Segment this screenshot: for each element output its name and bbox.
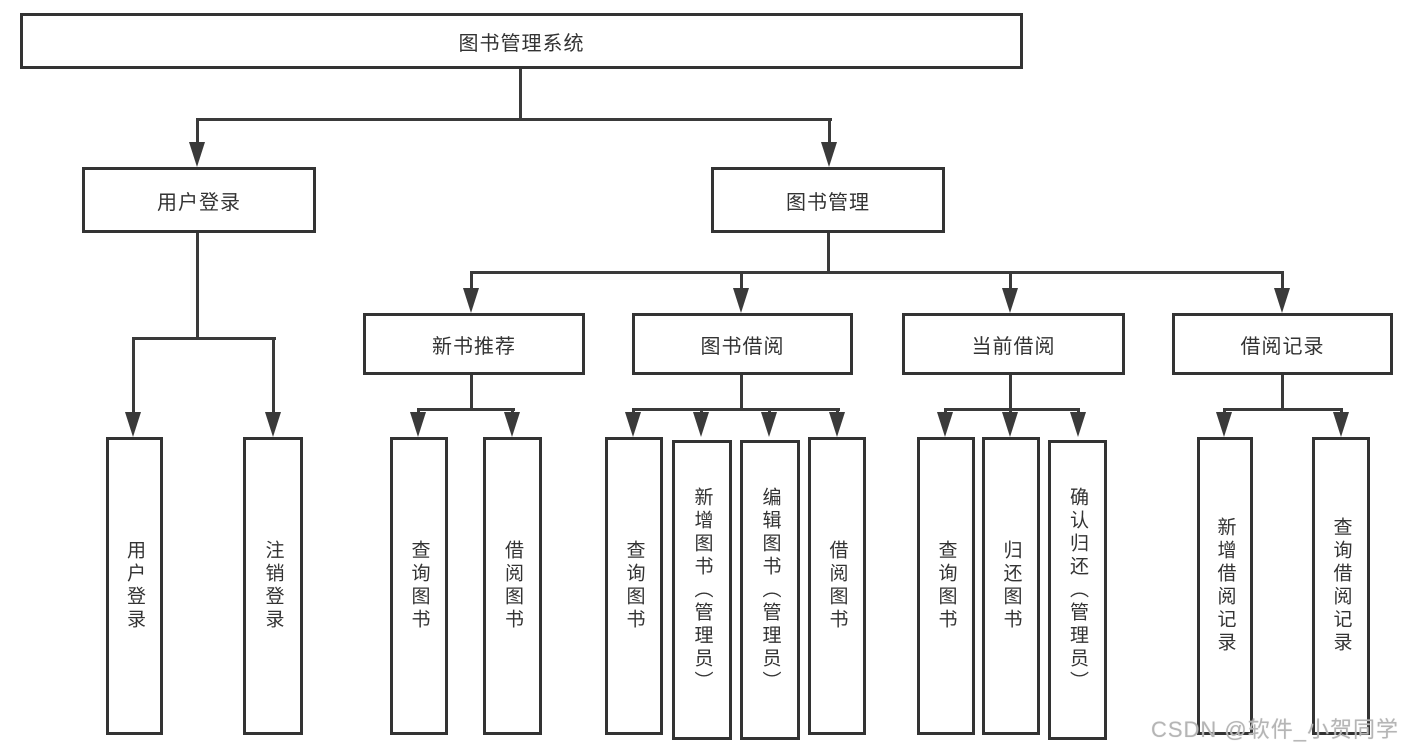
node-label: 确认归还（管理员） xyxy=(1067,486,1088,694)
connector-line xyxy=(827,233,830,274)
node-label: 新增借阅记录 xyxy=(1214,517,1236,655)
node-new-book-recommendation: 新书推荐 xyxy=(363,313,585,375)
leaf-edit-books-admin: 编辑图书（管理员） xyxy=(740,440,800,740)
connector-line xyxy=(417,408,515,411)
node-book-borrowing: 图书借阅 xyxy=(632,313,853,375)
arrow-down-icon xyxy=(504,412,520,437)
node-label: 查询图书 xyxy=(623,540,645,632)
arrow-down-icon xyxy=(1070,412,1086,437)
arrow-down-icon xyxy=(1002,412,1018,437)
node-label: 查询图书 xyxy=(935,540,957,632)
leaf-query-books-borrowing: 查询图书 xyxy=(605,437,663,735)
connector-line xyxy=(470,271,1284,274)
connector-line xyxy=(1281,271,1284,293)
leaf-add-borrow-record: 新增借阅记录 xyxy=(1197,437,1253,735)
connector-line xyxy=(196,118,832,121)
arrow-down-icon xyxy=(1216,412,1232,437)
arrow-down-icon xyxy=(693,412,709,437)
node-current-borrowing: 当前借阅 xyxy=(902,313,1125,375)
node-label: 注销登录 xyxy=(262,540,284,632)
connector-line xyxy=(470,271,473,293)
connector-line xyxy=(1223,408,1343,411)
node-borrowing-records: 借阅记录 xyxy=(1172,313,1393,375)
arrow-down-icon xyxy=(821,142,837,167)
connector-line xyxy=(132,337,276,340)
node-label: 用户登录 xyxy=(124,540,145,632)
node-label: 查询图书 xyxy=(408,540,430,632)
leaf-logout: 注销登录 xyxy=(243,437,303,735)
node-label: 用户登录 xyxy=(157,191,241,214)
connector-line xyxy=(470,375,473,411)
connector-line xyxy=(1009,271,1012,293)
node-label: 图书管理 xyxy=(786,191,870,214)
connector-line xyxy=(519,69,522,120)
leaf-user-login: 用户登录 xyxy=(106,437,163,735)
node-label: 查询借阅记录 xyxy=(1330,517,1352,655)
node-label: 新增图书（管理员） xyxy=(691,486,713,694)
arrow-down-icon xyxy=(733,288,749,313)
connector-line xyxy=(740,271,743,293)
node-library-management-system: 图书管理系统 xyxy=(20,13,1023,69)
arrow-down-icon xyxy=(265,412,281,437)
leaf-query-borrow-record: 查询借阅记录 xyxy=(1312,437,1370,735)
connector-line xyxy=(632,408,840,411)
leaf-borrow-books-recommend: 借阅图书 xyxy=(483,437,542,735)
leaf-query-books-recommend: 查询图书 xyxy=(390,437,448,735)
arrow-down-icon xyxy=(1274,288,1290,313)
leaf-borrow-books: 借阅图书 xyxy=(808,437,866,735)
connector-line xyxy=(196,118,199,150)
node-book-management: 图书管理 xyxy=(711,167,945,233)
connector-line xyxy=(132,337,135,415)
leaf-query-books-current: 查询图书 xyxy=(917,437,975,735)
connector-line xyxy=(740,375,743,411)
node-label: 图书管理系统 xyxy=(458,32,585,55)
node-label: 借阅记录 xyxy=(1240,335,1325,358)
connector-line xyxy=(944,408,1080,411)
leaf-add-books-admin: 新增图书（管理员） xyxy=(672,440,732,740)
node-user-login: 用户登录 xyxy=(82,167,316,233)
connector-line xyxy=(828,118,831,150)
node-label: 借阅图书 xyxy=(502,540,523,632)
arrow-down-icon xyxy=(829,412,845,437)
node-label: 编辑图书（管理员） xyxy=(759,486,781,694)
node-label: 归还图书 xyxy=(1000,540,1022,632)
arrow-down-icon xyxy=(1002,288,1018,313)
connector-line xyxy=(1009,375,1012,411)
node-label: 图书借阅 xyxy=(700,335,785,358)
csdn-watermark: CSDN @软件_小贺同学 xyxy=(1150,717,1399,742)
node-label: 借阅图书 xyxy=(826,540,848,632)
arrow-down-icon xyxy=(761,412,777,437)
arrow-down-icon xyxy=(410,412,426,437)
connector-line xyxy=(1281,375,1284,411)
arrow-down-icon xyxy=(937,412,953,437)
arrow-down-icon xyxy=(125,412,141,437)
node-label: 当前借阅 xyxy=(971,335,1056,358)
connector-line xyxy=(196,233,199,339)
node-label: 新书推荐 xyxy=(432,335,516,358)
connector-line xyxy=(272,337,275,415)
arrow-down-icon xyxy=(1333,412,1349,437)
arrow-down-icon xyxy=(625,412,641,437)
leaf-confirm-return-admin: 确认归还（管理员） xyxy=(1048,440,1107,740)
arrow-down-icon xyxy=(463,288,479,313)
leaf-return-books: 归还图书 xyxy=(982,437,1040,735)
arrow-down-icon xyxy=(189,142,205,167)
